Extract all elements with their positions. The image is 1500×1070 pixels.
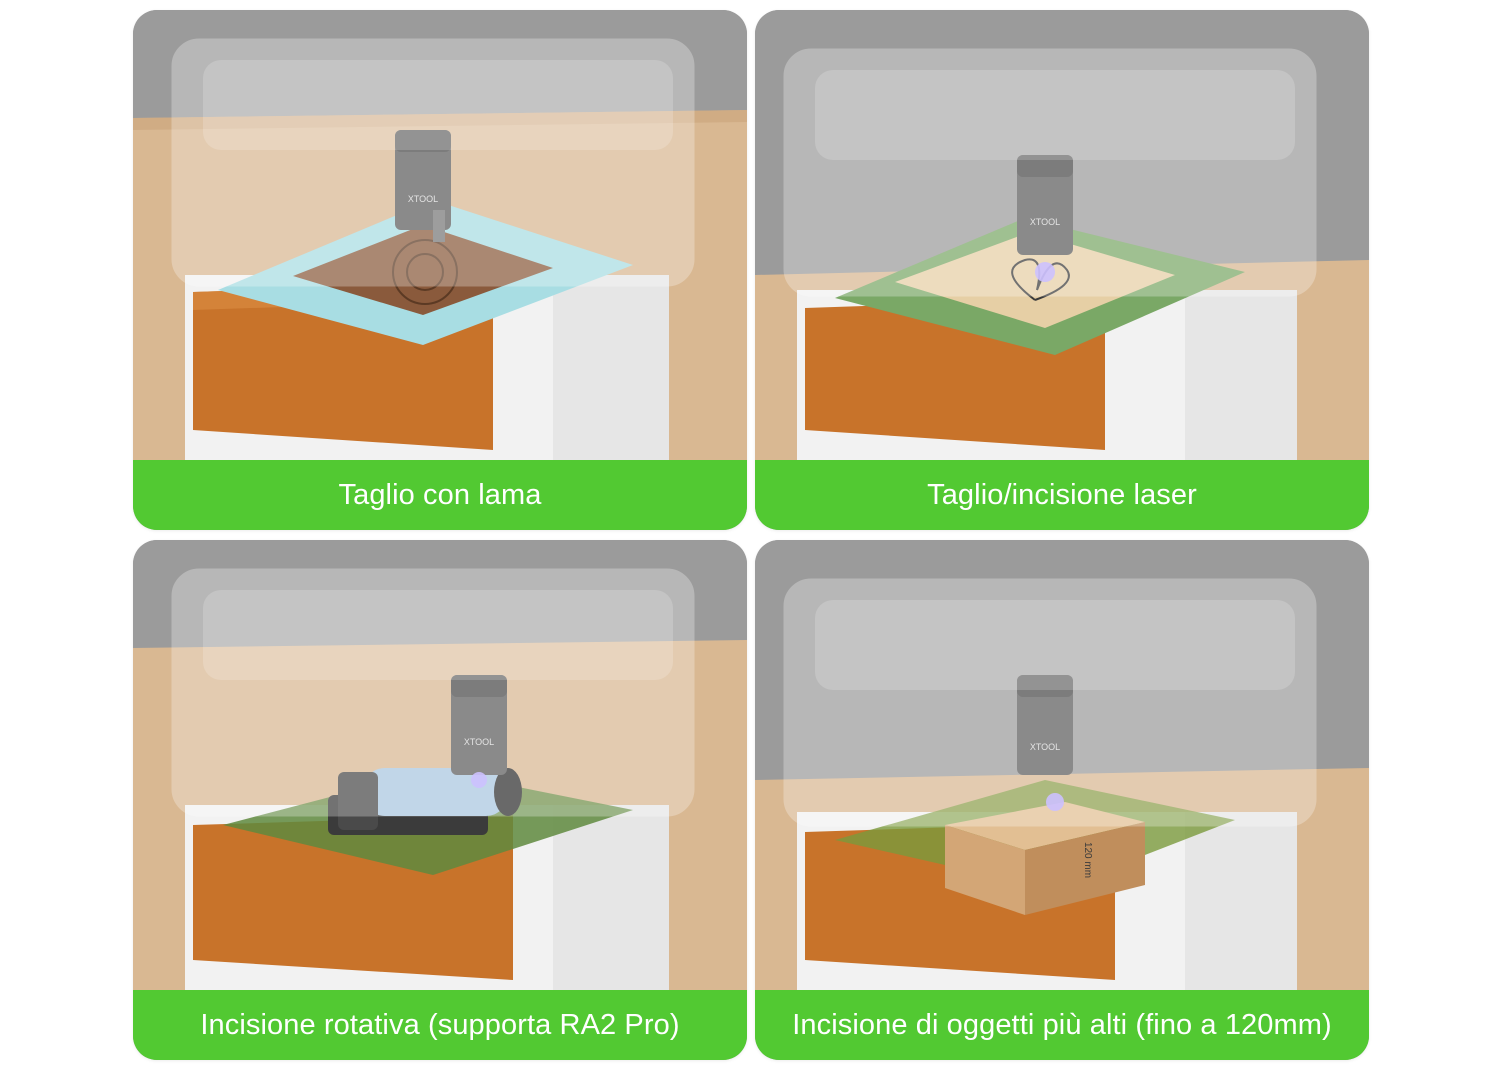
brand-label: XTOOL xyxy=(408,194,438,204)
rotary-engraving-illustration: XTOOL xyxy=(133,540,747,992)
panel-laser-engraving: XTOOL Taglio/incisione laser xyxy=(755,10,1369,530)
panel-caption: Incisione rotativa (supporta RA2 Pro) xyxy=(133,990,747,1060)
brand-label: XTOOL xyxy=(464,737,494,747)
brand-label: XTOOL xyxy=(1030,217,1060,227)
panel-rotary-engraving: XTOOL Incisione rotativa (supporta RA2 P… xyxy=(133,540,747,1060)
panel-blade-cutting: XTOOL Taglio con lama xyxy=(133,10,747,530)
panel-tall-object-engraving: 120 mm XTOOL Incisione di oggetti più al… xyxy=(755,540,1369,1060)
tall-object-engraving-illustration: 120 mm XTOOL xyxy=(755,540,1369,992)
panel-caption: Taglio con lama xyxy=(133,460,747,530)
laser-engraving-illustration: XTOOL xyxy=(755,10,1369,462)
blade-cutting-illustration: XTOOL xyxy=(133,10,747,462)
brand-label: XTOOL xyxy=(1030,742,1060,752)
panel-caption: Incisione di oggetti più alti (fino a 12… xyxy=(755,990,1369,1060)
panel-caption: Taglio/incisione laser xyxy=(755,460,1369,530)
object-height-label: 120 mm xyxy=(1082,842,1093,878)
